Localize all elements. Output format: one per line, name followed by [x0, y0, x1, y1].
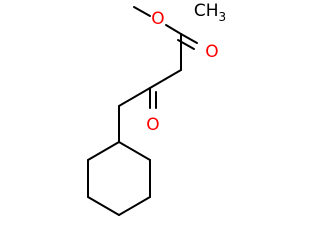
- bond-ring-6: [87, 141, 120, 161]
- bond-o-methyl: [133, 6, 151, 17]
- bond-ring-3: [118, 196, 151, 216]
- bond-ring-4: [87, 196, 120, 216]
- bond-ester-co-1: [180, 33, 198, 44]
- bond-ring-1: [118, 141, 151, 161]
- ester-oxygen-label: O: [151, 9, 164, 29]
- structure-canvas: O O O CH3: [87, 1, 227, 216]
- bond-ester-o-single-a: [165, 24, 182, 35]
- cyclohexane-ring: [87, 141, 151, 216]
- methyl-label: CH3: [194, 1, 226, 24]
- molecule-diagram: O O O CH3: [87, 1, 226, 216]
- carbon-chain: [118, 6, 182, 143]
- bond-ch2-ketone: [118, 87, 151, 107]
- ketone-oxygen-label: O: [146, 115, 159, 135]
- ester-double-bond: [177, 33, 198, 50]
- bond-ester-co-2: [177, 39, 195, 50]
- ketone-double-bond: [149, 87, 157, 109]
- bond-ketone-ch2: [149, 69, 182, 89]
- ester-carbonyl-oxygen-label: O: [205, 42, 218, 62]
